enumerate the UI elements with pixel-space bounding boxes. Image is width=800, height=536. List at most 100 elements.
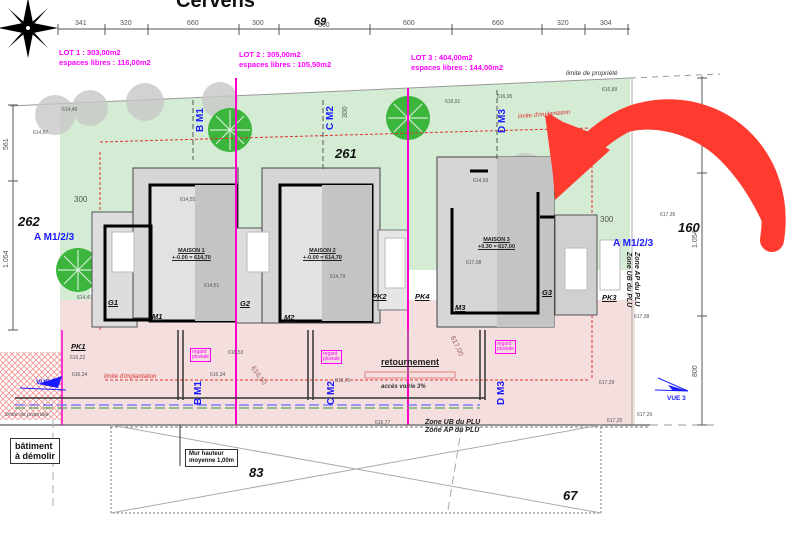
- section-marker-d-bottom: D M3: [496, 381, 507, 405]
- zone-ap-label: Zone AP du PLU: [633, 252, 640, 307]
- red-arrow-annotation: [545, 112, 771, 240]
- zone-boundary-vertical: Zone AP du PLU Zone UB du PLU: [624, 252, 640, 307]
- zone-ub-label: Zone UB du PLU: [425, 419, 481, 426]
- house-name: MAISON 1: [178, 248, 205, 254]
- turnaround-label: retournement: [381, 357, 440, 367]
- dim-top: 600: [403, 20, 415, 27]
- spot-level: 617,26: [637, 412, 653, 418]
- spot-level: 616,95: [497, 94, 513, 100]
- drain-label: pluviale: [192, 354, 209, 360]
- section-marker-c-bottom: C M2: [326, 381, 337, 405]
- section-marker-a-left: A M1/2/3: [34, 232, 75, 243]
- dim-top: 320: [120, 20, 132, 27]
- spot-level: 614,93: [473, 178, 489, 184]
- lot-free-space: espaces libres : 105,50m2: [239, 60, 332, 69]
- zone-boundary-label: Zone UB du PLU Zone AP du PLU: [425, 419, 480, 435]
- spot-level: 616,77: [375, 420, 391, 426]
- tag-g1: G1: [108, 298, 119, 307]
- section-marker-b-bottom: B M1: [193, 381, 204, 405]
- spot-level: 616,53: [228, 350, 244, 356]
- section-marker-d-top: D M3: [497, 109, 508, 133]
- dim-top: 341: [75, 20, 87, 27]
- house-level: +-0.00 = 614,70: [303, 255, 342, 261]
- dim-top: 660: [318, 22, 330, 29]
- spot-level: 614,79: [330, 274, 346, 280]
- property-limit-label: limite de propriété: [566, 70, 618, 77]
- wall-label: moyenne 1,00m: [189, 458, 235, 464]
- wall-label: Mur hauteur: [189, 451, 224, 457]
- spot-level: 616,91: [445, 99, 461, 105]
- lot-free-space: espaces libres : 116,00m2: [59, 58, 151, 67]
- spot-level: 616,89: [602, 87, 618, 93]
- spot-level: 614,49: [62, 107, 78, 113]
- dim-right-top: 1.054: [692, 230, 699, 248]
- drain-label: regard: [192, 349, 207, 355]
- section-marker-b-top: B M1: [195, 108, 206, 132]
- tag-g2: G2: [240, 299, 251, 308]
- demolish-label: bâtiment: [15, 441, 53, 451]
- dim-right-bottom: 800: [692, 365, 699, 377]
- setback-limit-label: limite d'implantation: [104, 374, 157, 380]
- dim-top: 660: [187, 20, 199, 27]
- lot-1-area: LOT 1 : 303,00m2 espaces libres : 116,00…: [59, 48, 151, 68]
- wall-height-box: Mur hauteur moyenne 1,00m: [185, 449, 239, 467]
- spot-level: 617,20: [607, 418, 623, 424]
- lot-free-space: espaces libres : 144,00m2: [411, 63, 504, 72]
- view-1-label: VUE 1: [36, 379, 55, 386]
- dim-left-top: 561: [3, 138, 10, 150]
- parcel-67: 67: [563, 488, 578, 503]
- house-level: +-0.00 = 614,70: [172, 255, 211, 261]
- tag-pk3: PK3: [602, 293, 617, 302]
- dim-top: 300: [252, 20, 264, 27]
- tag-pk4: PK4: [415, 292, 430, 301]
- spot-level: 617,08: [466, 260, 482, 266]
- dim-top: 304: [600, 20, 612, 27]
- lot-area-label: LOT 2 : 305,00m2: [239, 50, 301, 59]
- spot-level: 616,22: [70, 355, 86, 361]
- spot-level: 614,67: [33, 130, 49, 136]
- spot-level: 616,34: [210, 372, 226, 378]
- parcel-83: 83: [249, 465, 264, 480]
- house-level: +0.30 = 617,00: [478, 244, 516, 250]
- tag-g3: G3: [542, 288, 553, 297]
- dim-top: 660: [492, 20, 504, 27]
- plan-title: Cervens: [176, 0, 255, 12]
- tag-m3: M3: [455, 303, 466, 312]
- drain-label: pluviale: [497, 346, 514, 352]
- north-arrow-icon: [0, 0, 58, 58]
- property-limit-label-bottom: limite de propriété: [5, 412, 49, 418]
- spot-level: 616,24: [72, 372, 88, 378]
- dim-left-bottom: 1.054: [3, 250, 10, 268]
- house-1-label: MAISON 1 +-0.00 = 614,70: [172, 248, 211, 262]
- lot-area-label: LOT 3 : 404,00m2: [411, 53, 473, 62]
- dim-setback: 300: [600, 215, 614, 224]
- spot-level: 616,71: [335, 378, 351, 384]
- drain-label: regard: [497, 341, 512, 347]
- spot-level: 614,43: [77, 295, 93, 301]
- parcel-number-top: 69: [314, 16, 327, 28]
- dim-top: 320: [557, 20, 569, 27]
- access-slope-label: accès voirie 3%: [381, 384, 426, 390]
- parcel-160: 160: [678, 220, 700, 235]
- house-name: MAISON 2: [309, 248, 336, 254]
- section-marker-c-top: C M2: [325, 106, 336, 130]
- spot-level: 617,35: [660, 212, 676, 218]
- lot-3-area: LOT 3 : 404,00m2 espaces libres : 144,00…: [411, 53, 503, 73]
- dim-setback: 300: [74, 195, 88, 204]
- lot-area-label: LOT 1 : 303,00m2: [59, 48, 121, 57]
- demolish-box: bâtiment à démolir: [10, 438, 61, 464]
- house-3-label: MAISON 3 +0.30 = 617,00: [478, 237, 515, 251]
- lot-2-area: LOT 2 : 305,00m2 espaces libres : 105,50…: [239, 50, 331, 70]
- drain-label: pluviale: [323, 356, 340, 362]
- zone-ap-label: Zone AP du PLU: [425, 427, 480, 434]
- tag-m1: M1: [152, 312, 163, 321]
- tag-m2: M2: [284, 313, 295, 322]
- house-name: MAISON 3: [483, 237, 510, 243]
- spot-level: 617,29: [599, 380, 615, 386]
- spot-level: 617,38: [634, 314, 650, 320]
- tag-pk2: PK2: [372, 292, 387, 301]
